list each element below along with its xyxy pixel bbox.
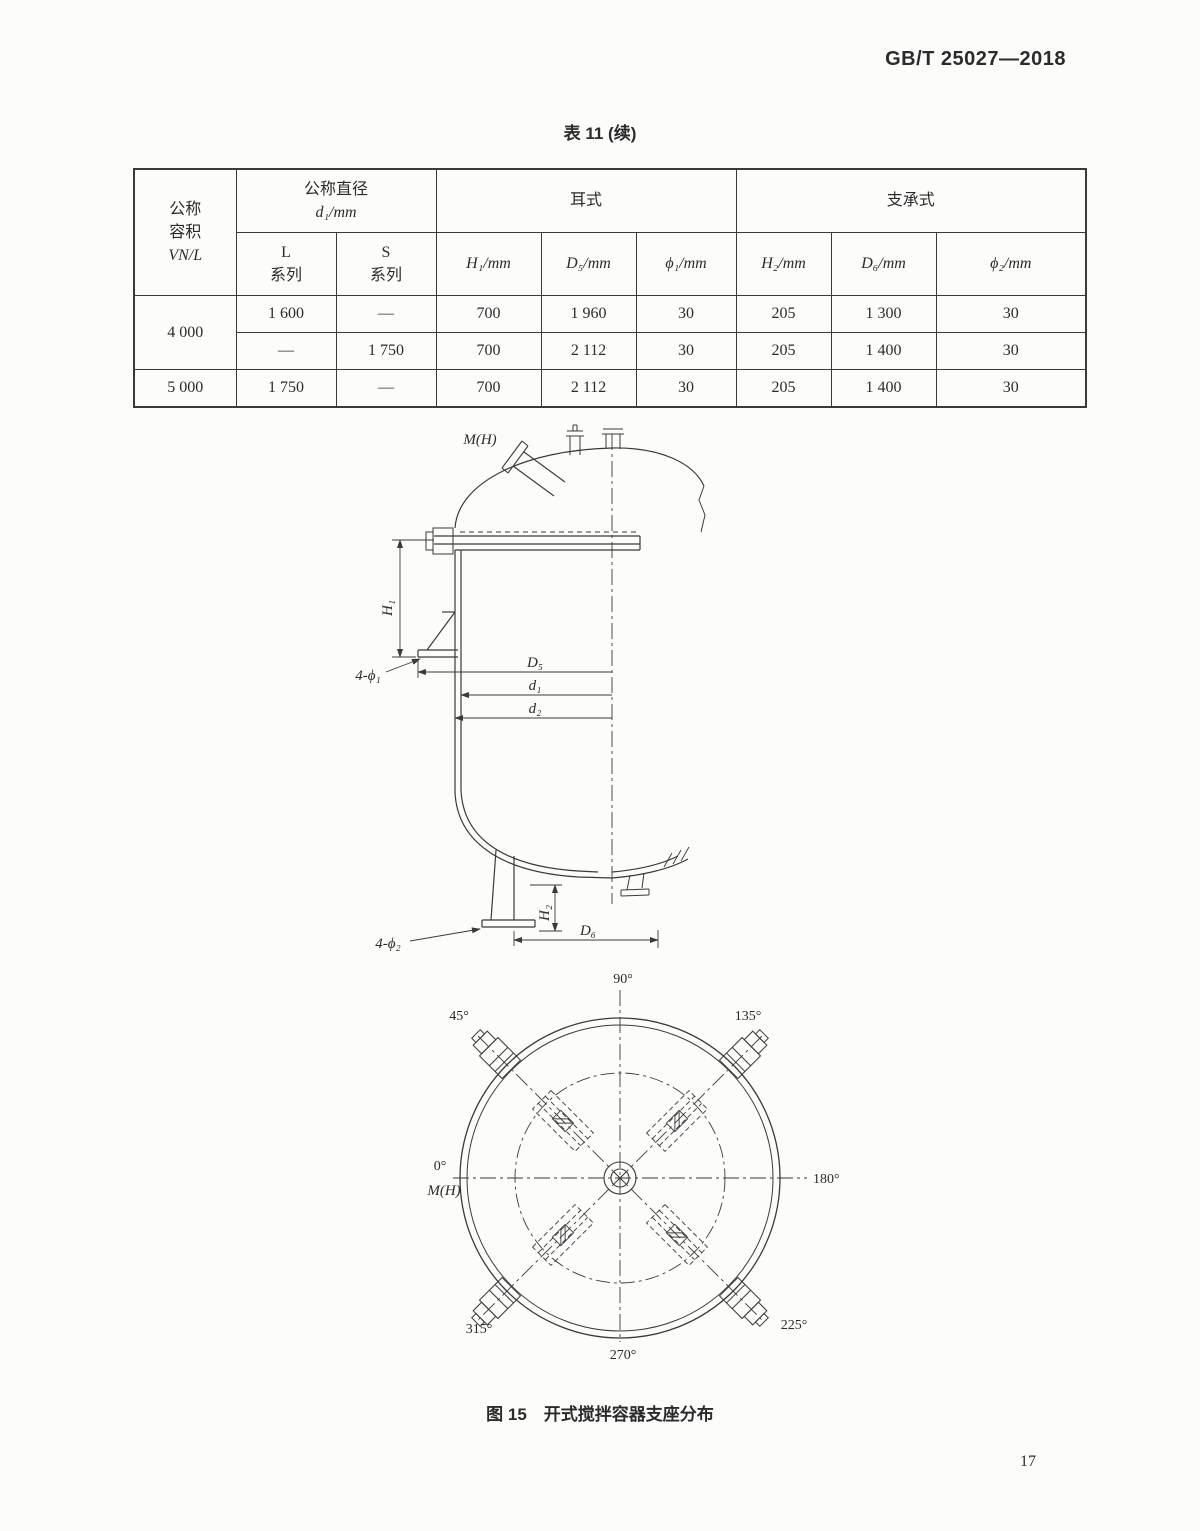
jacket-cut-hatch <box>663 846 690 868</box>
header-row-2: L 系列 S 系列 H₁/mm D₅/mm ϕ₁/mm H₂/mm D₆/mm … <box>134 232 1087 296</box>
plan-circles <box>459 1017 781 1339</box>
label-4phi2: 4-ϕ₂ <box>375 936 400 952</box>
header-row-1: 公称 容积 VN/L 公称直径 d₁/mm 耳式 支承式 <box>133 168 1087 296</box>
table-row: — 1 750 700 2 112 30 205 1 400 30 <box>134 332 1087 370</box>
top-nozzle-center <box>602 428 624 449</box>
label-h2: H₂ <box>537 905 553 922</box>
plan-lugs <box>471 1029 769 1327</box>
label-angle-180: 180° <box>813 1172 840 1187</box>
pad-nw <box>531 1089 595 1153</box>
group-ear: 耳式 <box>435 168 737 233</box>
vessel-outline <box>417 424 706 928</box>
dimension-lines <box>385 539 659 948</box>
col-series-l: L 系列 <box>235 232 337 296</box>
lug-sw <box>471 1276 522 1327</box>
lug-ne <box>718 1029 769 1080</box>
col-h1: H₁/mm <box>435 232 542 296</box>
col-h2: H₂/mm <box>735 232 832 296</box>
plan-inner-pads <box>531 1089 709 1267</box>
group-support: 支承式 <box>735 168 1087 233</box>
doc-number: GB/T 25027—2018 <box>885 48 1066 70</box>
agitator-shaft <box>603 1161 637 1195</box>
label-angle-135: 135° <box>735 1009 762 1024</box>
label-angle-270: 270° <box>610 1348 637 1363</box>
label-4phi1: 4-ϕ₁ <box>355 668 380 684</box>
table-title: 表 11 (续) <box>563 124 637 143</box>
cell-capacity: 4 000 <box>133 295 237 370</box>
manhole-nozzle <box>501 440 566 497</box>
label-mh-plan: M(H) <box>426 1183 460 1199</box>
dimension-d5 <box>417 660 612 678</box>
col-phi1: ϕ₁/mm <box>635 232 737 296</box>
bottom-nozzle <box>620 872 650 897</box>
lug-nw <box>471 1029 522 1080</box>
label-angle-0: 0° <box>434 1159 447 1174</box>
table-row: 5 000 1 750 — 700 2 112 30 205 1 400 30 <box>133 369 1087 408</box>
vessel-plan-view-drawing: 90° 45° 135° 0° M(H) 180° 315° 225° 270° <box>426 972 840 1363</box>
label-angle-315: 315° <box>466 1322 493 1337</box>
col-d5: D₅/mm <box>540 232 637 296</box>
leg-support <box>481 849 536 928</box>
label-d1: d₁ <box>529 678 542 694</box>
label-angle-90: 90° <box>613 972 633 987</box>
label-angle-45: 45° <box>449 1009 469 1024</box>
col-phi2: ϕ₂/mm <box>935 232 1087 296</box>
col-diameter: 公称直径 d₁/mm <box>235 168 437 233</box>
cell-capacity: 5 000 <box>133 369 237 408</box>
figure-caption: 图 15 开式搅拌容器支座分布 <box>486 1405 714 1424</box>
pad-se <box>645 1203 709 1267</box>
page-number: 17 <box>1020 1453 1036 1470</box>
dimension-d6 <box>513 930 659 948</box>
col-series-s: S 系列 <box>335 232 437 296</box>
pad-ne <box>645 1089 709 1153</box>
table-row: 4 000 1 600 — 700 1 960 30 205 1 300 30 <box>133 295 1087 370</box>
label-angle-225: 225° <box>781 1318 808 1333</box>
col-d6: D₆/mm <box>830 232 937 296</box>
top-nozzle-small <box>566 424 584 455</box>
table-11: 公称 容积 VN/L 公称直径 d₁/mm 耳式 支承式 L 系列 S 系列 H… <box>133 168 1088 408</box>
lug-se <box>718 1276 769 1327</box>
col-capacity: 公称 容积 VN/L <box>133 168 237 296</box>
dimension-phi2-leader <box>409 927 481 942</box>
label-d2: d₂ <box>529 701 542 717</box>
lug-support <box>417 611 458 658</box>
label-d6: D₆ <box>579 923 596 939</box>
top-flange <box>425 527 641 555</box>
label-h1: H₁ <box>380 600 396 617</box>
label-mh-side: M(H) <box>462 432 496 448</box>
dimension-phi1-leader <box>385 658 421 673</box>
dimension-h1 <box>392 539 434 658</box>
dimension-h2 <box>530 884 562 932</box>
pad-sw <box>531 1203 595 1267</box>
vessel-side-view-drawing: M(H) H₁ 4-ϕ₁ D₅ d₁ d₂ H₂ 4-ϕ₂ D₆ <box>355 424 706 952</box>
label-d5: D₅ <box>526 655 543 671</box>
